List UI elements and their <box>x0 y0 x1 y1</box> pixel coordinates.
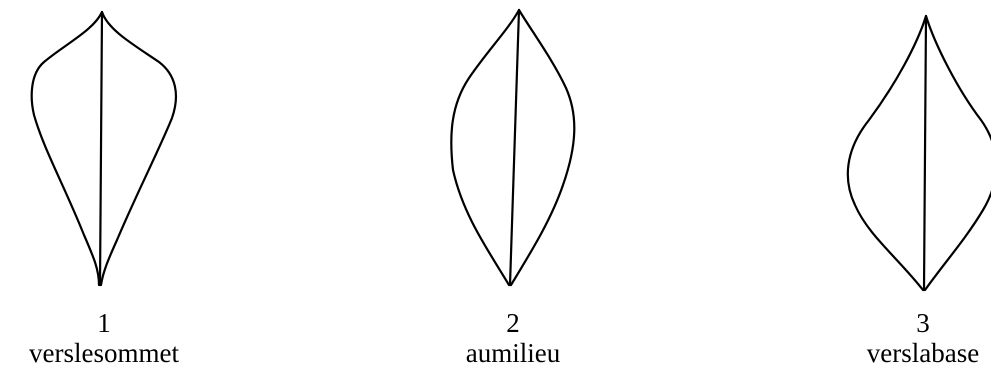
leaf-outline <box>30 10 178 287</box>
leaf-midrib <box>508 8 521 287</box>
leaf-midrib <box>98 10 104 287</box>
figure-number: 3 <box>916 308 930 338</box>
leaf-outline <box>846 14 991 292</box>
leaf-figure-2: 2 aumilieu <box>413 0 613 374</box>
leaf-figure-1: 1 verslesommet <box>4 0 204 374</box>
leaf-obovate-drawing <box>30 10 178 287</box>
figure-number: 2 <box>506 308 520 338</box>
figure-caption: aumilieu <box>465 338 561 368</box>
leaf-figure-3: 3 verslabase <box>823 0 991 374</box>
leaf-outline <box>450 8 576 287</box>
leaf-ovate-drawing <box>846 14 991 292</box>
leaf-midrib <box>922 14 928 292</box>
figure-caption: verslabase <box>866 338 980 368</box>
leaf-elliptic-drawing <box>450 8 576 287</box>
figure-number: 1 <box>97 308 111 338</box>
figure-caption: verslesommet <box>29 338 179 368</box>
